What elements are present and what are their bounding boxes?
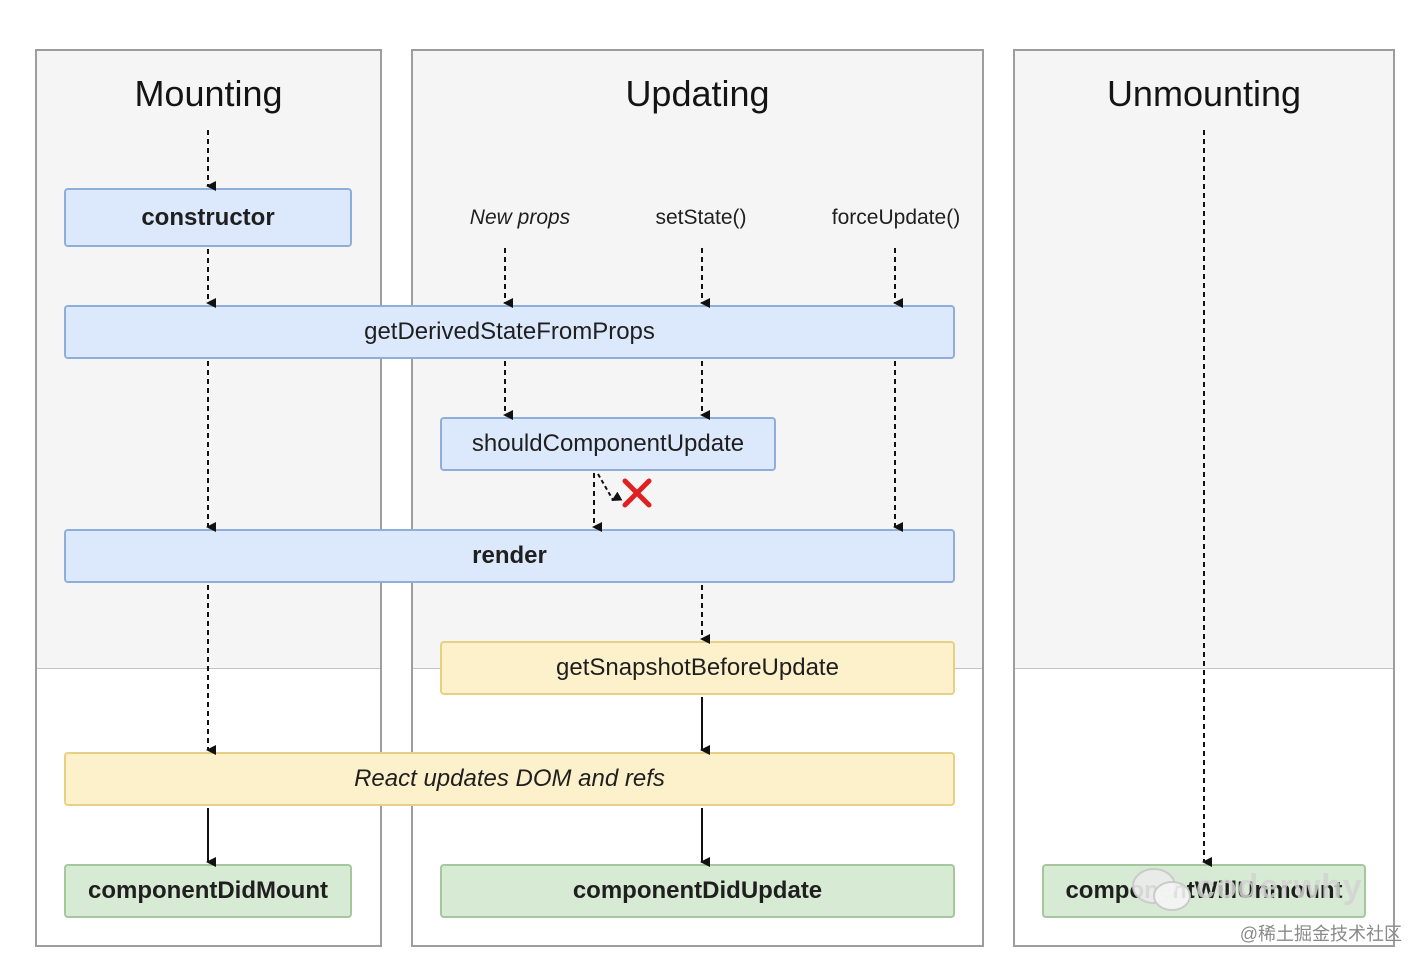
credit-text: @稀土掘金技术社区 — [1239, 924, 1402, 944]
updating-panel: Updating — [411, 49, 984, 947]
mounting-panel: Mounting — [35, 49, 382, 947]
trigger-force-update: forceUpdate() — [831, 206, 961, 229]
unmounting-title: Unmounting — [1106, 73, 1302, 114]
get-derived-state-from-props-box: getDerivedStateFromProps — [64, 305, 955, 359]
constructor-box: constructor — [64, 188, 352, 247]
react-updates-dom-box: React updates DOM and refs — [64, 752, 955, 806]
should-component-update-box: shouldComponentUpdate — [440, 417, 776, 471]
stop-x-icon — [622, 478, 652, 508]
component-did-mount-box: componentDidMount — [64, 864, 352, 918]
updating-title: Updating — [625, 73, 770, 114]
unmounting-render-phase-area — [1015, 51, 1393, 669]
get-snapshot-before-update-box: getSnapshotBeforeUpdate — [440, 641, 955, 695]
component-will-unmount-box: componentWillUnmount — [1042, 864, 1366, 918]
component-did-update-box: componentDidUpdate — [440, 864, 955, 918]
mounting-title: Mounting — [134, 73, 283, 114]
trigger-set-state: setState() — [655, 206, 747, 229]
unmounting-panel: Unmounting — [1013, 49, 1395, 947]
render-box: render — [64, 529, 955, 583]
trigger-new-props: New props — [469, 206, 571, 229]
